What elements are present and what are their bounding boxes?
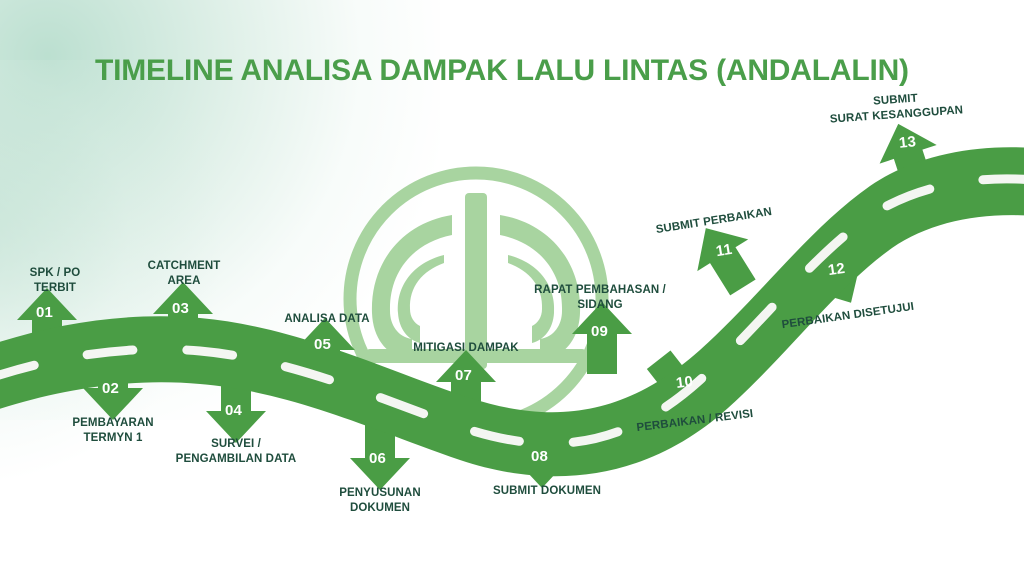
road-surface: [0, 147, 1024, 477]
step-label-08: SUBMIT DOKUMEN: [492, 485, 602, 497]
arrow-04: [206, 379, 266, 443]
step-number-12: 12: [826, 259, 847, 280]
step-label-01: SPK / PO TERBIT: [29, 267, 81, 295]
step-number-05: 05: [314, 336, 332, 353]
arrow-09: [572, 302, 632, 374]
step-label-09: RAPAT PEMBAHASAN / SIDANG: [534, 284, 666, 312]
step-number-08: 08: [531, 448, 549, 465]
step-number-07: 07: [455, 367, 473, 384]
step-number-02: 02: [102, 380, 120, 397]
road-lane-markings: [0, 174, 1024, 448]
step-number-09: 09: [591, 323, 609, 340]
step-label-02: PEMBAYARAN TERMYN 1: [72, 417, 154, 445]
step-label-05: ANALISA DATA: [284, 313, 370, 325]
step-number-03: 03: [172, 300, 190, 317]
step-number-04: 04: [225, 402, 243, 419]
step-number-01: 01: [36, 304, 54, 321]
step-number-06: 06: [369, 450, 387, 467]
step-label-06: PENYUSUNAN DOKUMEN: [339, 487, 421, 515]
step-label-07: MITIGASI DAMPAK: [413, 342, 519, 354]
step-number-10: 10: [675, 373, 695, 392]
arrow-06: [350, 420, 410, 490]
step-label-04: SURVEI / PENGAMBILAN DATA: [175, 438, 297, 466]
step-number-13: 13: [898, 133, 917, 152]
step-number-11: 11: [714, 240, 734, 261]
step-label-03: CATCHMENT AREA: [147, 260, 221, 288]
page-title: TIMELINE ANALISA DAMPAK LALU LINTAS (AND…: [95, 54, 909, 87]
arrow-11: [697, 228, 756, 296]
